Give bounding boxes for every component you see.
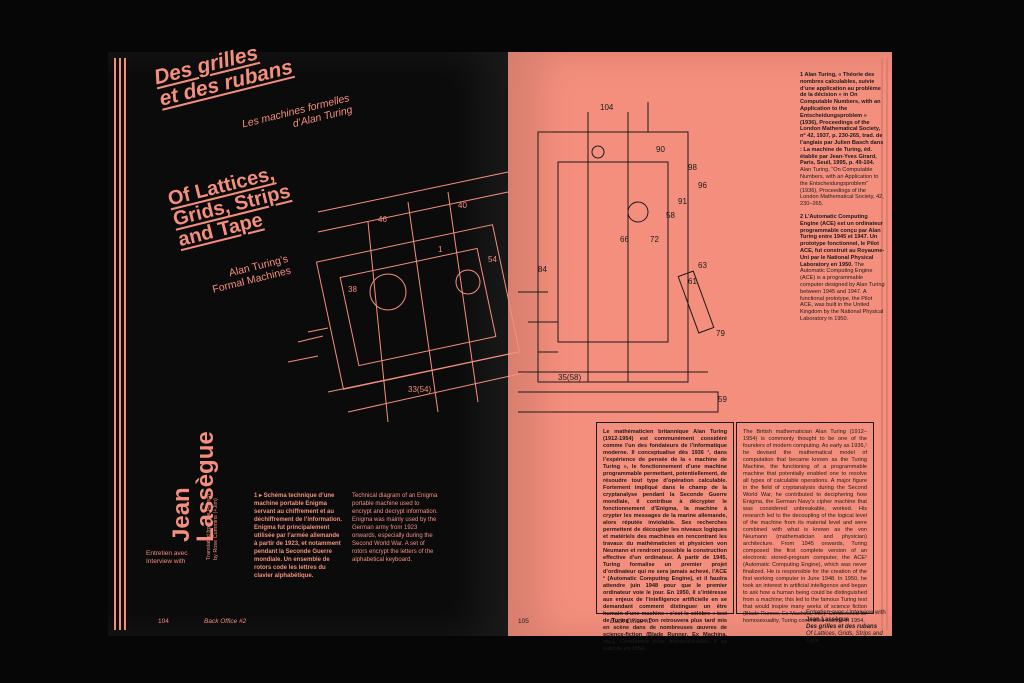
page-edge: [886, 58, 888, 630]
part-number: 40: [458, 201, 467, 210]
footer-title-fr: Des grilles et des rubans: [806, 624, 878, 630]
page-edge: [881, 58, 883, 630]
intro-box-english: The British mathematician Alan Turing (1…: [736, 422, 874, 624]
diagram-left-half: [288, 171, 529, 423]
subtitle-english: Alan Turing’s Formal Machines: [170, 253, 292, 305]
magazine-spread: Des grilles et des rubans Les machines f…: [108, 41, 892, 652]
footnotes: 1 Alan Turing, « Théorie des nombres cal…: [800, 72, 886, 329]
left-page: Des grilles et des rubans Les machines f…: [108, 41, 508, 636]
part-number: 35(58): [558, 373, 581, 382]
diagram-right-half: [518, 102, 719, 413]
running-footer: Entretien avec / Interview with Jean Las…: [806, 610, 896, 645]
part-number: 72: [650, 235, 659, 244]
part-number: 38: [348, 285, 357, 294]
diagram-part-numbers: 104 90 98 96 91 58 66 72 63 61 79 35(58)…: [348, 103, 727, 404]
intro-box-french: Le mathématicien britannique Alan Turing…: [596, 422, 734, 652]
caption-french: 1 ▸ Schéma technique d’une machine porta…: [254, 493, 343, 579]
part-number: 90: [656, 145, 665, 154]
footer-author: Jean Lassègue: [806, 617, 850, 623]
footer-title-en: Of Lattices, Grids, Strips and Tape: [806, 631, 883, 644]
part-number: 96: [698, 181, 707, 190]
interview-label: Entretien avec Interview with: [146, 550, 188, 565]
footnote-fr: 2 L’Automatic Computing Engine (ACE) est…: [800, 213, 885, 268]
footnote-en: Alan Turing, “On Computable Numbers, wit…: [800, 167, 884, 208]
footnote-fr: 1 Alan Turing, « Théorie des nombres cal…: [800, 72, 884, 167]
part-number: 66: [620, 235, 629, 244]
footer-interview: Entretien avec / Interview with: [806, 610, 886, 616]
footnote: 2 L’Automatic Computing Engine (ACE) est…: [800, 214, 886, 323]
part-number: 61: [688, 277, 697, 286]
part-number: 91: [678, 197, 687, 206]
part-number: 59: [718, 395, 727, 404]
translator-note: Translated from the French by Rose Cummi…: [206, 493, 219, 560]
part-number: 104: [600, 103, 614, 112]
enigma-technical-diagram: 104 90 98 96 91 58 66 72 63 61 79 35(58)…: [288, 102, 727, 423]
part-number: 98: [688, 163, 697, 172]
footnote-en: The Automatic Computing Engine (ACE) is …: [800, 261, 885, 322]
folio-title: Back Office #2: [610, 618, 653, 625]
page-edge: [119, 58, 121, 630]
footnote: 1 Alan Turing, « Théorie des nombres cal…: [800, 72, 886, 208]
part-number: 58: [666, 211, 675, 220]
part-number: 63: [698, 261, 707, 270]
right-page: [508, 52, 892, 636]
page-edge: [124, 58, 126, 630]
part-number: 79: [716, 329, 725, 338]
folio-number: 105: [518, 618, 529, 625]
part-number: 84: [538, 265, 547, 274]
folio-title: Back Office #2: [204, 618, 247, 625]
part-number: 1: [438, 245, 443, 254]
part-number: 54: [488, 255, 497, 264]
caption-english: Technical diagram of an Enigma portable …: [352, 493, 438, 563]
folio-number: 104: [158, 618, 169, 625]
part-number: 46: [378, 215, 387, 224]
part-number: 33(54): [408, 385, 431, 394]
page-edge: [114, 58, 116, 630]
